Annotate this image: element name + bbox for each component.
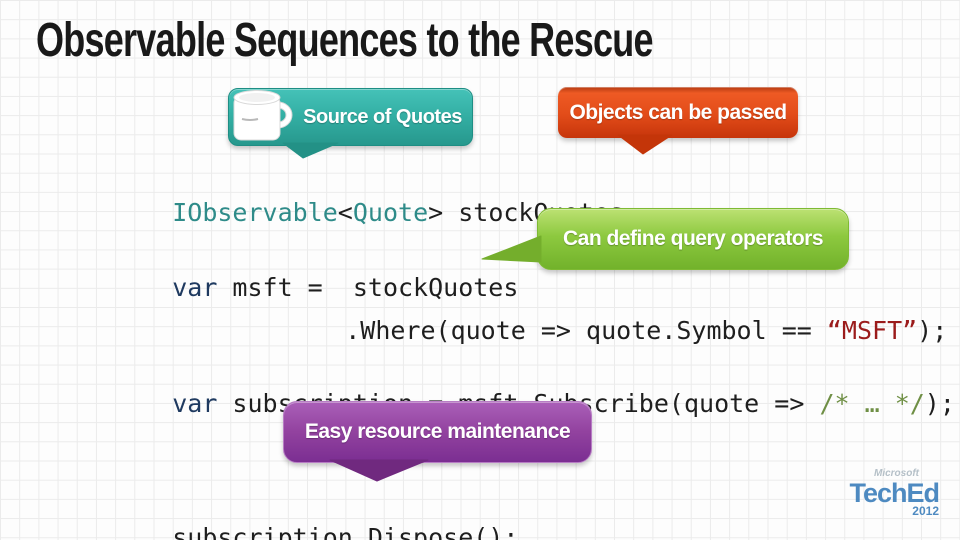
microsoft-wordmark: Microsoft bbox=[874, 468, 919, 479]
code-token-plain: ); bbox=[924, 389, 955, 418]
code-token-type: Quote bbox=[352, 198, 429, 227]
callout-easy-resource-maintenance: Easy resource maintenance bbox=[283, 401, 592, 463]
callout-easy-resource-maintenance-pointer bbox=[329, 459, 429, 482]
teched-wordmark: TechEd bbox=[849, 478, 940, 508]
callout-objects-can-be-passed: Objects can be passed bbox=[558, 87, 798, 138]
code-token-keyword: var bbox=[172, 389, 218, 418]
code-token-keyword: var bbox=[172, 273, 218, 302]
code-token-plain: msft = stockQuotes bbox=[217, 273, 519, 302]
code-token-plain: subscription.Dispose(); bbox=[172, 523, 519, 540]
mug-label-mark bbox=[241, 118, 259, 121]
slide-title: Observable Sequences to the Rescue bbox=[36, 14, 654, 67]
callout-objects-can-be-passed-pointer bbox=[617, 134, 673, 155]
code-line-var-msft: var msft = stockQuotes bbox=[112, 240, 518, 336]
callout-objects-can-be-passed-label: Objects can be passed bbox=[569, 100, 787, 124]
teched-year: 2012 bbox=[912, 504, 939, 518]
callout-source-of-quotes-pointer bbox=[282, 142, 339, 159]
coffee-mug-icon bbox=[233, 90, 293, 141]
callout-can-define-query-operators-pointer bbox=[481, 235, 542, 263]
code-token-type: IObservable bbox=[172, 198, 338, 227]
callout-source-of-quotes-label: Source of Quotes bbox=[303, 105, 462, 128]
code-token-plain: ); bbox=[917, 316, 948, 345]
callout-can-define-query-operators: Can define query operators bbox=[537, 208, 849, 270]
code-token-plain: .Where(quote => quote.Symbol == bbox=[345, 316, 827, 345]
callout-easy-resource-maintenance-label: Easy resource maintenance bbox=[304, 420, 571, 443]
callout-can-define-query-operators-label: Can define query operators bbox=[562, 227, 824, 250]
code-token-bracket: < bbox=[337, 198, 353, 227]
code-line-where-filter: .Where(quote => quote.Symbol == “MSFT”); bbox=[285, 283, 947, 379]
code-token-comment: /* … */ bbox=[819, 389, 925, 418]
teched-logo: Microsoft TechEd 2012 bbox=[843, 468, 947, 517]
code-token-string: “MSFT” bbox=[826, 316, 918, 345]
code-line-dispose: subscription.Dispose(); bbox=[112, 490, 518, 540]
